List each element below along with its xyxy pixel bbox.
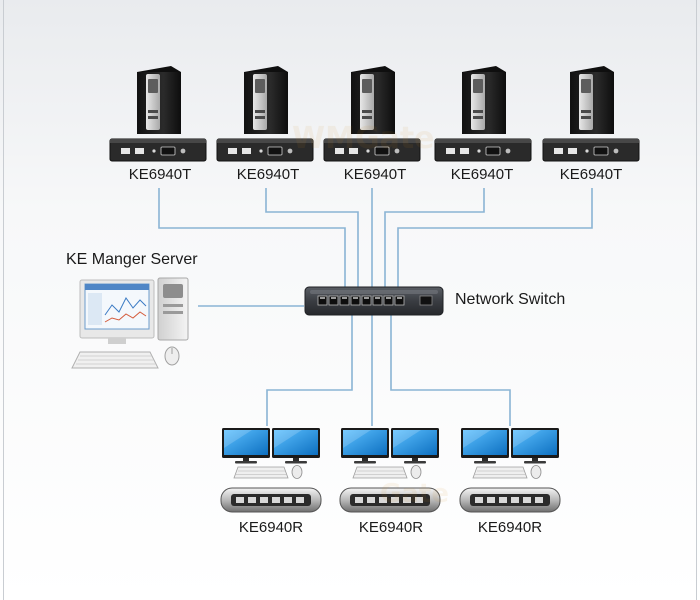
receiver-3-keyboard <box>472 466 528 479</box>
transmitter-label-5: KE6940T <box>559 166 623 183</box>
switch-port-6 <box>372 295 383 306</box>
transmitter-5 <box>542 66 640 162</box>
transmitter-3 <box>323 66 421 162</box>
switch-port-7 <box>383 295 394 306</box>
server-workstation <box>71 277 189 369</box>
receiver-2-monitor-2 <box>391 428 439 464</box>
transmitter-label-3: KE6940T <box>343 166 407 183</box>
server-label: KE Manger Server <box>66 251 198 268</box>
receiver-group <box>220 428 561 513</box>
ke6940t-unit-1 <box>109 138 207 162</box>
switch-port-1 <box>317 295 328 306</box>
switch-ports <box>317 295 405 306</box>
transmitter-label-1: KE6940T <box>128 166 192 183</box>
ke6940t-unit-2 <box>216 138 314 162</box>
cable-rx3 <box>390 314 511 426</box>
receiver-3 <box>459 428 561 513</box>
receiver-1 <box>220 428 322 513</box>
receiver-1-monitor-1 <box>222 428 270 464</box>
receiver-2-keyboard <box>352 466 408 479</box>
watermark: WMGate Gate <box>292 121 449 509</box>
cable-tx2 <box>265 188 359 289</box>
switch-port-4 <box>350 295 361 306</box>
svg-text:WMGate: WMGate <box>292 121 435 156</box>
receiver-label-1: KE6940R <box>238 519 304 536</box>
switch-port-3 <box>339 295 350 306</box>
transmitter-4 <box>434 66 532 162</box>
receiver-2-mouse <box>410 465 422 479</box>
receiver-label-2: KE6940R <box>358 519 424 536</box>
switch-uplink-port <box>419 295 433 306</box>
receiver-2-monitor-1 <box>341 428 389 464</box>
transmitter-label-2: KE6940T <box>236 166 300 183</box>
switch-port-5 <box>361 295 372 306</box>
ke6940t-unit-5 <box>542 138 640 162</box>
receiver-1-mouse <box>291 465 303 479</box>
receiver-3-monitor-1 <box>461 428 509 464</box>
receiver-2 <box>339 428 441 513</box>
computer-tower-1 <box>137 66 181 134</box>
ke6940t-unit-3 <box>323 138 421 162</box>
cables <box>158 188 593 426</box>
receiver-1-keyboard <box>233 466 289 479</box>
ke6940r-unit-2 <box>339 487 441 513</box>
transmitter-label-4: KE6940T <box>450 166 514 183</box>
cable-tx1 <box>158 188 346 289</box>
ke6940r-unit-1 <box>220 487 322 513</box>
server-mouse <box>164 346 180 366</box>
transmitter-group <box>109 66 640 162</box>
cable-rx1 <box>266 314 353 426</box>
transmitter-2 <box>216 66 314 162</box>
ke6940r-unit-3 <box>459 487 561 513</box>
receiver-3-monitor-2 <box>511 428 559 464</box>
switch-port-2 <box>328 295 339 306</box>
svg-text:Gate: Gate <box>380 479 449 509</box>
computer-tower-2 <box>244 66 288 134</box>
switch-port-8 <box>394 295 405 306</box>
computer-tower-4 <box>462 66 506 134</box>
computer-tower-3 <box>351 66 395 134</box>
ke6940t-unit-4 <box>434 138 532 162</box>
receiver-label-3: KE6940R <box>477 519 543 536</box>
cable-tx4 <box>384 188 485 289</box>
network-switch <box>304 286 444 316</box>
transmitter-1 <box>109 66 207 162</box>
receiver-1-monitor-2 <box>272 428 320 464</box>
receiver-3-mouse <box>530 465 542 479</box>
computer-tower-5 <box>570 66 614 134</box>
cable-tx5 <box>397 188 593 289</box>
switch-label: Network Switch <box>455 291 566 308</box>
